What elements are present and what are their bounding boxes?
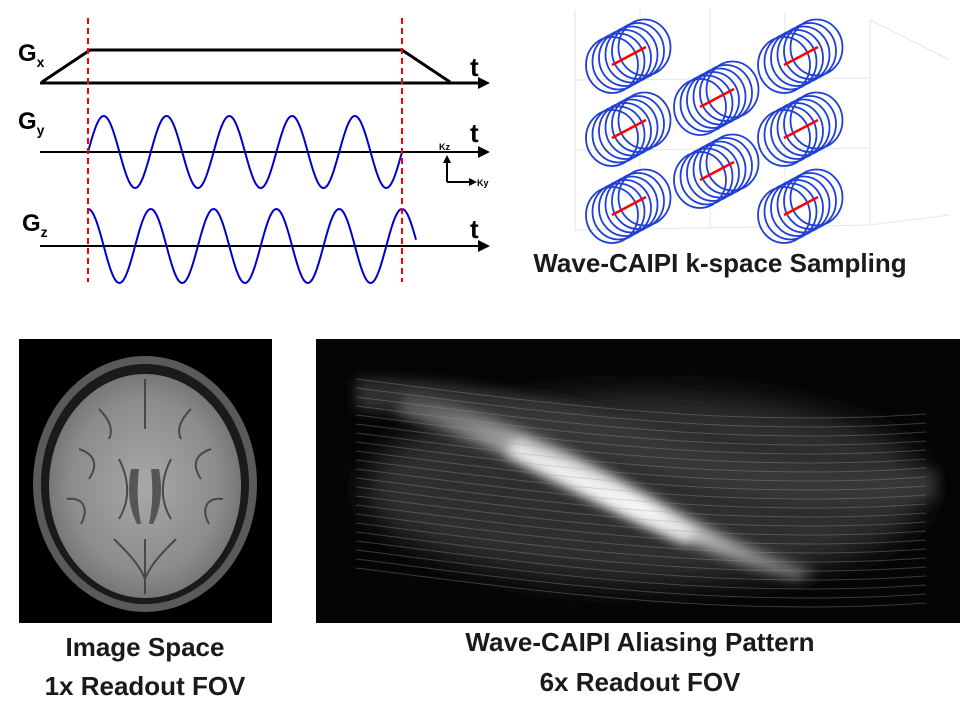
brain-image [19, 339, 272, 623]
gx-arrowhead [478, 77, 490, 89]
aliasing-band-upper [356, 379, 936, 505]
helix-7 [585, 168, 672, 244]
aliasing-ripples [355, 378, 927, 608]
gx-time-label: t [470, 52, 479, 82]
gz-cosine-wave [87, 207, 417, 285]
kspace-caption: Wave-CAIPI k-space Sampling [533, 248, 907, 278]
kspace-panel [560, 0, 960, 250]
helix-1 [585, 18, 672, 94]
helix-5 [757, 91, 844, 167]
aliasing-image [316, 339, 960, 623]
gradient-diagram: Gx Gy Gz t t t Kz Ky [0, 0, 520, 300]
gx-trapezoid [41, 48, 451, 84]
gradient-waveforms [40, 18, 490, 285]
kz-ky-axes-icon [443, 155, 477, 186]
aliasing-pattern [316, 339, 960, 623]
kspace-helix-plot [574, 8, 951, 244]
brain-axial-slice [33, 356, 257, 612]
helix-trajectories [585, 18, 844, 244]
image-space-caption-line1: Image Space [65, 632, 225, 662]
helix-6 [673, 133, 760, 209]
gy-time-label: t [470, 118, 479, 148]
image-space-caption-line2: 1x Readout FOV [44, 671, 246, 701]
gz-arrowhead [478, 240, 490, 252]
gx-label: Gx [18, 40, 45, 70]
helix-2 [757, 18, 844, 94]
brain-tissue [49, 374, 241, 598]
aliasing-caption-line1: Wave-CAIPI Aliasing Pattern [465, 627, 815, 657]
aliasing-bright-core [506, 439, 696, 544]
helix-3 [673, 60, 760, 136]
aliasing-caption-line2: 6x Readout FOV [539, 667, 741, 697]
sulci [66, 379, 224, 594]
gy-sine-wave [87, 114, 403, 190]
gy-arrowhead [478, 146, 490, 158]
ky-label: Ky [477, 178, 489, 188]
kz-label: Kz [439, 142, 450, 152]
helix-4 [585, 91, 672, 167]
gz-label: Gz [22, 210, 48, 240]
gz-time-label: t [470, 214, 479, 244]
gy-label: Gy [18, 108, 45, 138]
ventricles [129, 469, 161, 524]
helix-8 [757, 168, 844, 244]
